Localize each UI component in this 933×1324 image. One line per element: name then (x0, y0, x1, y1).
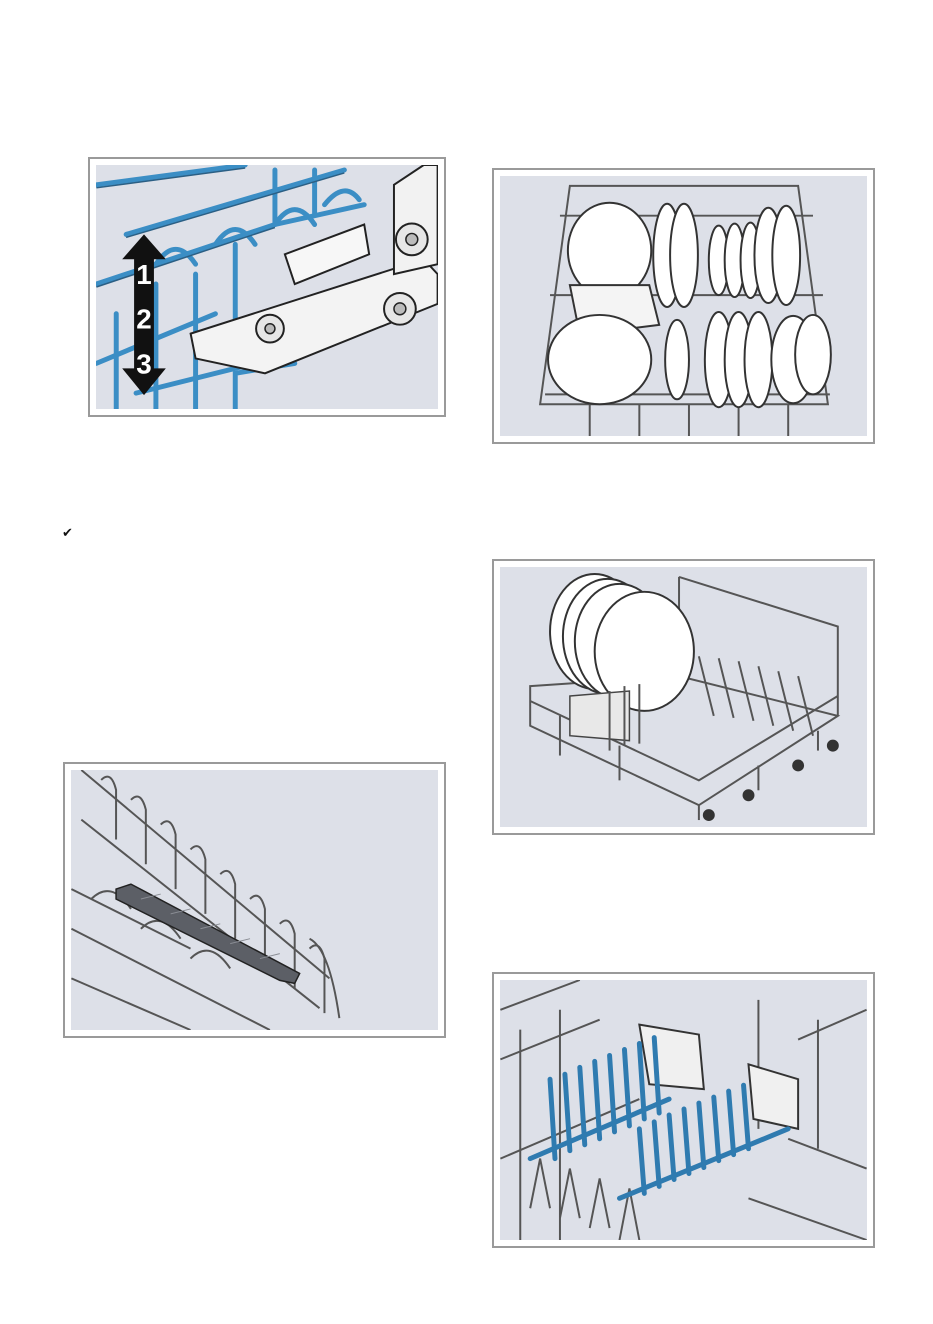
figure-folding-tines (63, 762, 446, 1038)
step-label-2: 2 (136, 304, 151, 335)
rack-height-illustration: 1 2 3 (96, 165, 438, 409)
tine-clip-illustration (71, 770, 438, 1030)
step-label-1: 1 (136, 259, 151, 290)
lower-rack-illustration (500, 567, 867, 827)
checkmark-icon: ✔ (62, 527, 76, 541)
figure-upper-rack-loaded (492, 168, 875, 444)
dish-rack-illustration (500, 176, 867, 436)
figure-rack-height-adjustment: 1 2 3 (88, 157, 446, 417)
figure-lower-rack-plates (492, 559, 875, 835)
step-label-3: 3 (136, 348, 151, 379)
figure-plate-rack-inserts (492, 972, 875, 1248)
plate-insert-illustration (500, 980, 867, 1240)
